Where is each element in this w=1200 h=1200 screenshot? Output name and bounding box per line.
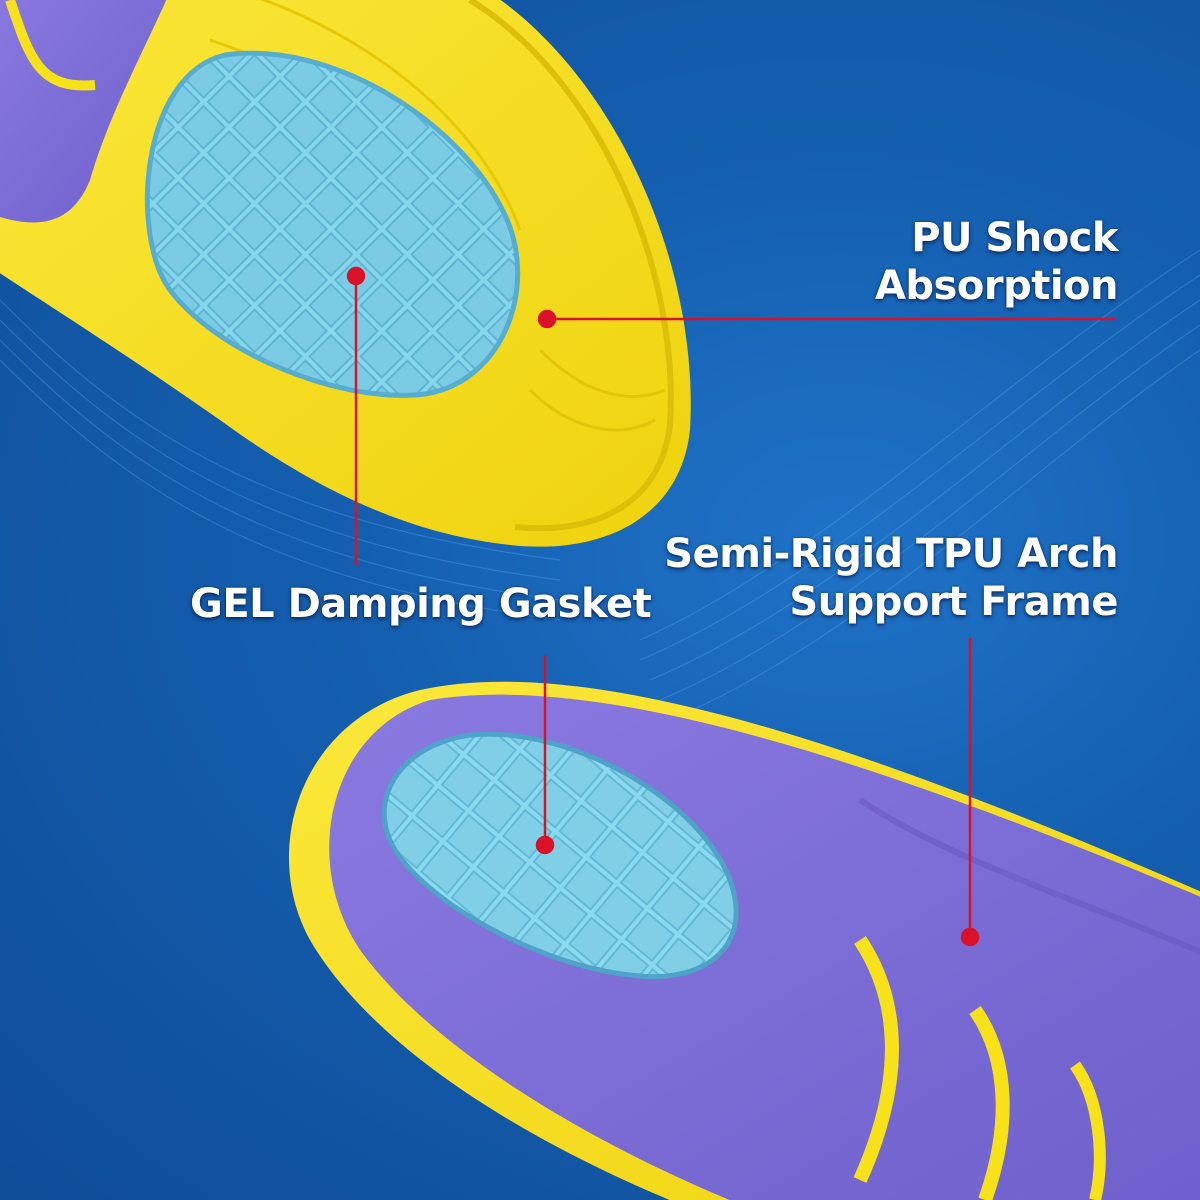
top-insole-contour [468,0,674,532]
pu-label-line1: PU Shock [911,215,1118,261]
tpu-label-line1: Semi-Rigid TPU Arch [664,531,1118,577]
tpu-callout-dot [960,927,980,947]
bottom-insole-stripe-1 [853,936,899,1183]
top-insole [0,0,691,547]
gel-damping-gasket-label: GEL Damping Gasket [190,580,652,628]
gel-label-text: GEL Damping Gasket [190,581,652,627]
pu-callout-dot [537,309,557,329]
top-gel-pad [144,50,521,398]
bottom-insole-ridge [858,797,1200,955]
bottom-insole [289,681,1200,1200]
gel-top-callout-dot [346,266,366,286]
size-markings [528,348,666,432]
tpu-arch-support-label: Semi-Rigid TPU Arch Support Frame [664,530,1118,626]
bottom-gel-pad [381,731,739,980]
callout-lines [346,266,1115,947]
background-swirl-lines [0,249,1200,721]
gel-bottom-callout-dot [535,835,555,855]
bottom-insole-stripe-2 [969,1005,1010,1200]
top-insole-arch-highlight [5,0,96,91]
pu-shock-absorption-label: PU Shock Absorption [874,214,1119,310]
bottom-insole-stripe-3 [1070,1061,1106,1200]
tpu-label-line2: Support Frame [789,579,1118,625]
pu-label-line2: Absorption [874,263,1119,309]
top-insole-purple-arch [0,0,167,223]
